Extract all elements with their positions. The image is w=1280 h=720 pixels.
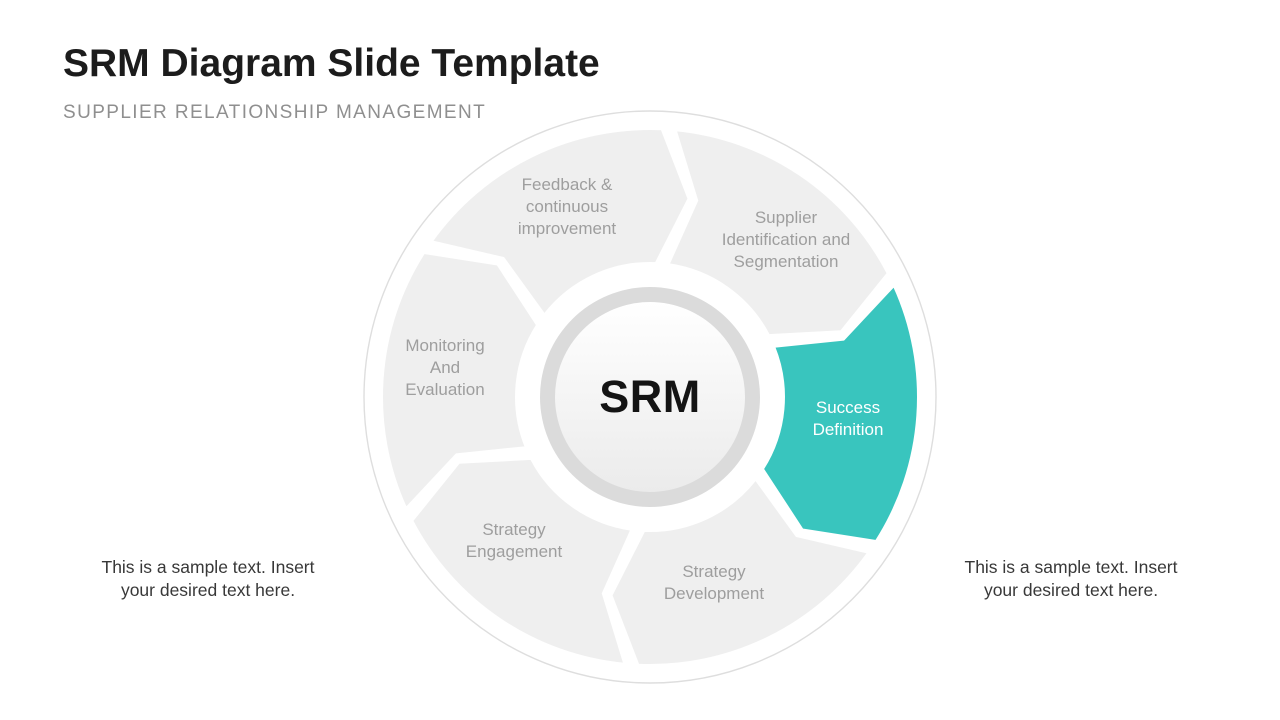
segment-shape-success-definition (762, 284, 919, 542)
page-title: SRM Diagram Slide Template (63, 42, 600, 85)
srm-cycle-diagram (363, 110, 937, 684)
diagram-center-label: SRM (599, 370, 701, 422)
segment-shape-feedback-continuous-improvement (430, 128, 690, 316)
center-disc (555, 302, 745, 492)
sample-text-right: This is a sample text. Insert your desir… (964, 557, 1178, 600)
segments-group (381, 128, 919, 666)
segment-shape-strategy-development (610, 478, 870, 666)
page-subtitle: SUPPLIER RELATIONSHIP MANAGEMENT (63, 102, 487, 123)
sample-text-left: This is a sample text. Insert your desir… (101, 557, 315, 600)
outer-rim-circle (363, 110, 937, 684)
segment-shape-monitoring-and-evaluation (381, 252, 538, 510)
segment-shape-supplier-identification-and-segmentation (667, 129, 889, 337)
segment-shape-strategy-engagement (411, 457, 633, 665)
